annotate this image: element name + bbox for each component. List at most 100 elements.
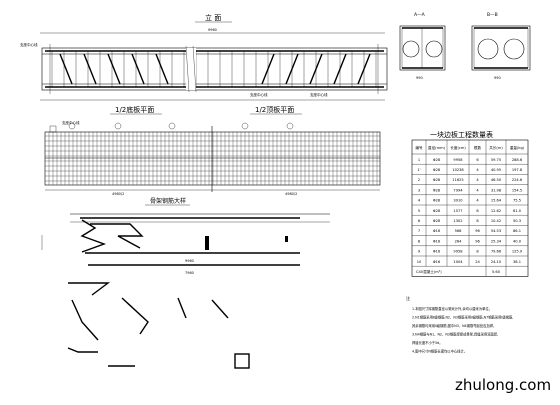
rebar-detail-title: 骨架钢筋大样 [150,197,186,205]
table-cell: 6 [476,158,479,162]
table-cell: 54.53 [491,229,501,233]
table-cell: Φ28 [433,188,441,192]
table-cell: 11625 [452,178,463,182]
table-footer-label: C40混凝土(m³) [416,269,442,274]
note-line: 其余钢筋均采用Ⅱ级钢筋,图中N3、N4钢筋弯起处应加焊。 [412,323,496,328]
table-cell: 9 [418,250,421,254]
bottom-plan-title: 1/2底板平面 [115,105,154,114]
table-cell: 8 [418,239,421,243]
table-cell: 8 [476,250,479,254]
table-cell: 154.5 [512,188,522,192]
table-cell: 7994 [453,188,463,192]
rebar-length-1: 9960 [185,259,194,263]
table-cell: 24 [475,260,480,264]
table-cell: 5 [418,209,420,213]
table-header-cell: 编号 [415,145,423,150]
section-a-title: A—A [414,12,426,18]
table-cell: 264 [455,239,463,243]
table-cell: Φ28 [433,158,441,162]
table-cell: 4 [476,178,479,182]
table-cell: 96 [475,229,480,233]
section-a [399,25,446,71]
table-cell: 46.50 [491,178,502,182]
note-line: 焊缝长度不小于5d。 [412,340,443,345]
elevation-view [41,44,388,94]
section-b [471,25,531,71]
plan-view [44,122,381,192]
table-title: 一块边板工程数量表 [430,130,493,139]
table-cell: 96 [475,239,480,243]
table-cell: 25.34 [491,239,502,243]
section-a-width: 990 [416,76,423,80]
table-cell: 10 [417,260,422,264]
pier-center-label: 支座中心线 [310,92,328,97]
table-cell: 61.0 [513,209,522,213]
table-cell: 10238 [452,168,464,172]
plan-dim-left: 4980/2 [112,192,124,196]
table-cell: 568 [455,229,463,233]
table-cell: 10.42 [491,219,501,223]
note-line: 4.图中尺寸N钢筋长度均以中心线计。 [412,349,467,354]
bottom-support-label: 支座中心线 [62,120,80,125]
support-center-label-left: 支座中心线 [20,42,38,47]
table-cell: 8 [476,209,479,213]
note-line: 3.N4钢筋与N1、N2、N3钢筋焊接成骨架,焊缝采用双面焊, [412,332,498,337]
table-cell: 50.3 [513,219,521,223]
table-cell: 75.5 [513,199,521,203]
table-header-cell: 根数 [474,145,482,150]
table-cell: 1302 [453,219,462,223]
table-cell: 59.75 [491,158,501,162]
note-line: 1.本图尺寸除钢筋直径以毫米计外,余均以厘米为单位。 [412,306,492,311]
table-cell: 1577 [453,209,462,213]
table-cell: 38.1 [513,260,521,264]
table-cell: 31.98 [491,188,502,192]
table-cell: 3 [418,188,420,192]
table-cell: 24.10 [491,260,502,264]
table-cell: Φ16 [433,250,441,254]
table-cell: 9958 [453,158,463,162]
table-cell: Φ16 [433,229,441,233]
table-header-cell: 长度(cm) [450,145,466,150]
section-b-title: B—B [487,12,498,18]
table-cell: 2 [418,178,420,182]
table-cell: 40.95 [491,168,501,172]
table-cell: 197.8 [512,168,523,172]
top-plan-title: 1/2顶板平面 [255,105,294,114]
table-cell: 15.64 [491,199,502,203]
table-cell: 86.1 [513,229,521,233]
table-cell: Φ28 [433,209,441,213]
plan-dim-right: 4980/2 [285,192,297,196]
table-cell: 12.62 [491,209,501,213]
rebar-detail [41,213,330,369]
table-cell: 4 [476,199,479,203]
watermark: zhulong.com [455,376,551,394]
table-cell: 6 [418,219,421,223]
rebar-length-2: 7960 [185,271,194,275]
elevation-title: 立 面 [205,13,221,22]
table-cell: Φ28 [433,178,441,182]
table-cell: 79.66 [491,250,502,254]
table-cell: 224.6 [512,178,523,182]
table-cell: 9958 [453,250,463,254]
table-cell: 1 [418,158,420,162]
table-cell: 8 [476,219,479,223]
table-cell: Φ28 [433,168,441,172]
table-cell: 125.9 [512,250,523,254]
note-line: 2.N1钢筋采用Ⅱ级钢筋,N2、N3钢筋采用Ⅱ级钢筋,N7钢筋采用Ⅰ级钢筋, [412,315,513,320]
table-cell: Φ28 [433,219,441,223]
table-cell: Φ28 [433,199,441,203]
table-cell: Φ16 [433,260,441,264]
table-cell: 1' [417,168,420,172]
notes-heading: 注 [406,295,410,301]
table-cell: 40.0 [513,239,522,243]
table-header-cell: 直径(mm) [428,145,446,150]
table-footer-value: 5.60 [492,270,501,274]
table-cell: 3910 [453,199,463,203]
table-cell: 4 [476,168,479,172]
table-cell: 4 [476,188,479,192]
notes: 1.本图尺寸除钢筋直径以毫米计外,余均以厘米为单位。 2.N1钢筋采用Ⅱ级钢筋,N… [412,306,513,354]
table-cell: 1004 [453,260,463,264]
elevation-total-dim: 9960 [208,28,217,32]
